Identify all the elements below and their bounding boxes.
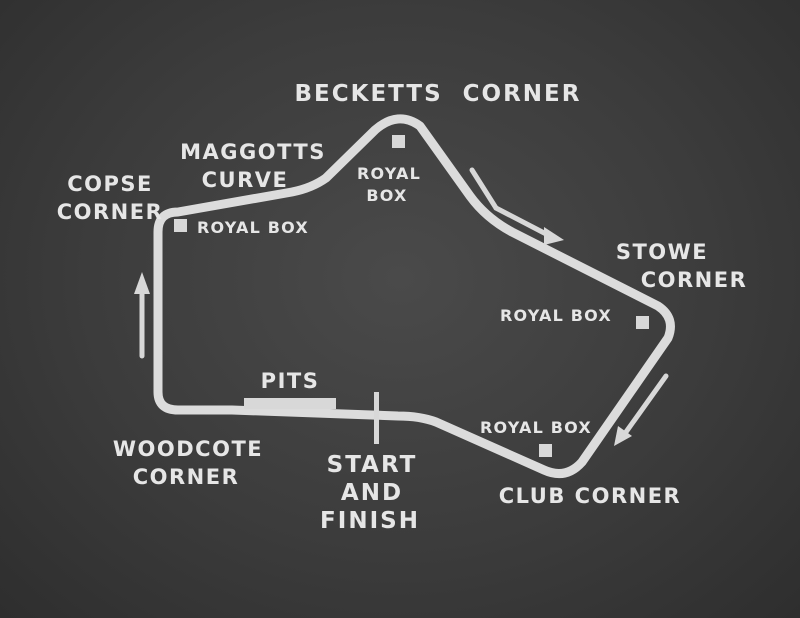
stowe-corner-label-line1: STOWE bbox=[616, 240, 708, 264]
start-finish-label-line2: AND bbox=[341, 480, 403, 506]
arrow-icon bbox=[614, 373, 669, 446]
royal-box-marker bbox=[392, 135, 405, 148]
royal-box-label-bottom: ROYAL BOX bbox=[480, 418, 592, 437]
start-finish-label-line3: FINISH bbox=[320, 508, 420, 534]
arrow-icon bbox=[469, 167, 564, 245]
royal-box-label-top-line1: ROYAL bbox=[357, 164, 421, 183]
maggotts-curve-label-line2: CURVE bbox=[202, 168, 289, 192]
stowe-corner-label-line2: CORNER bbox=[641, 268, 748, 292]
royal-box-label-top-line2: BOX bbox=[366, 186, 407, 205]
track-outline bbox=[153, 114, 675, 479]
club-corner-label: CLUB CORNER bbox=[499, 484, 681, 508]
pits-label: PITS bbox=[261, 369, 320, 393]
royal-box-marker bbox=[539, 444, 552, 457]
woodcote-corner-label-line1: WOODCOTE bbox=[113, 437, 263, 461]
copse-corner-label-line2: CORNER bbox=[57, 200, 164, 224]
becketts-corner-label: BECKETTS CORNER bbox=[295, 81, 582, 107]
copse-corner-label-line1: COPSE bbox=[67, 172, 153, 196]
royal-box-marker bbox=[636, 316, 649, 329]
maggotts-curve-label-line1: MAGGOTTS bbox=[180, 140, 326, 164]
royal-box-marker bbox=[174, 219, 187, 232]
arrow-icon bbox=[134, 272, 150, 359]
royal-box-label-right: ROYAL BOX bbox=[500, 306, 612, 325]
start-finish-line bbox=[374, 392, 379, 444]
woodcote-corner-label-line2: CORNER bbox=[133, 465, 240, 489]
royal-box-label-left: ROYAL BOX bbox=[197, 218, 309, 237]
pits-bar bbox=[244, 398, 336, 409]
start-finish-label-line1: START bbox=[327, 452, 418, 478]
